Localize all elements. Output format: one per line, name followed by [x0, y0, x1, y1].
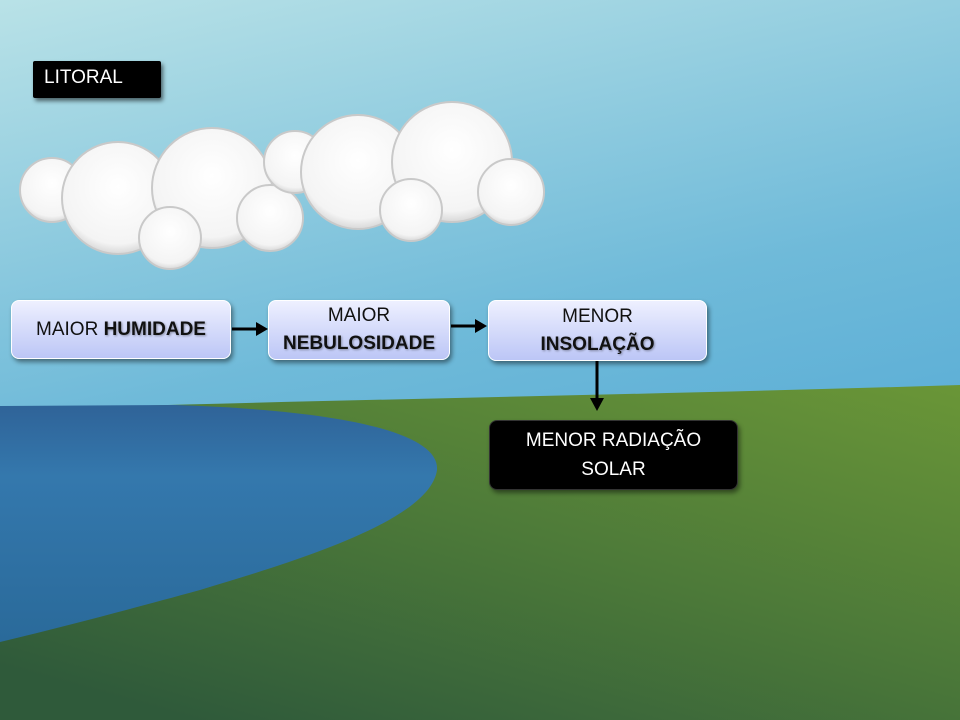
- flow-arrows: [232, 319, 604, 411]
- box-radiation-line2: SOLAR: [581, 459, 646, 480]
- box-insolation: MENOR INSOLAÇÃO: [488, 300, 707, 361]
- arrowhead: [590, 398, 604, 411]
- arrowhead: [475, 319, 487, 333]
- box-radiation: MENOR RADIAÇÃO SOLAR: [489, 420, 738, 490]
- cloud-right: [263, 101, 545, 242]
- box-cloudiness-line2: NEBULOSIDADE: [282, 333, 435, 354]
- box-radiation-line1: MENOR RADIAÇÃO: [525, 430, 702, 451]
- title-label: LITORAL: [33, 61, 161, 98]
- box-insolation-line1: MENOR: [562, 305, 633, 327]
- box-humidity-plain: MAIOR: [36, 318, 99, 340]
- arrowhead: [256, 322, 268, 336]
- box-insolation-line2: INSOLAÇÃO: [540, 333, 655, 355]
- sea: [0, 405, 438, 642]
- title-text: LITORAL: [44, 67, 123, 88]
- cloud-left: [19, 127, 304, 270]
- box-humidity-bold: HUMIDADE: [103, 318, 206, 340]
- box-humidity-text: MAIOR HUMIDADE: [36, 316, 206, 344]
- box-cloudiness: MAIOR NEBULOSIDADE: [268, 300, 450, 360]
- box-humidity: MAIOR HUMIDADE: [11, 300, 231, 359]
- box-cloudiness-line1: MAIOR: [327, 305, 391, 326]
